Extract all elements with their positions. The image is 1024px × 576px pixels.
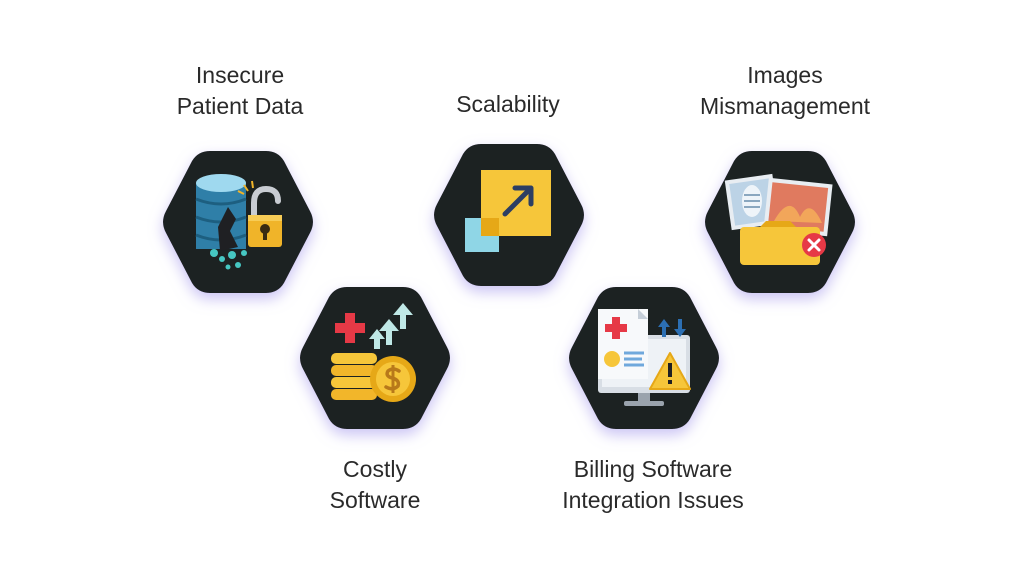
label-images-mismanagement: Images Mismanagement [680, 60, 890, 122]
label-insecure-patient-data: Insecure Patient Data [150, 60, 330, 122]
hex-billing-software-integration-issues [564, 283, 724, 433]
label-line-2: Software [329, 487, 421, 513]
label-line-1: Billing Software [573, 456, 733, 482]
hex-images-mismanagement [700, 147, 860, 297]
label-line-1: Insecure [195, 62, 285, 88]
label-costly-software: Costly Software [285, 454, 465, 516]
label-scalability: Scalability [418, 89, 598, 120]
billing-monitor-warning-icon [598, 309, 691, 406]
label-billing-software-integration-issues: Billing Software Integration Issues [540, 454, 766, 516]
label-line-1: Costly [343, 456, 407, 482]
scale-up-arrow-icon [465, 170, 551, 252]
label-line-2: Mismanagement [699, 93, 871, 119]
label-line-1: Images [747, 62, 823, 88]
hex-scalability [429, 140, 589, 290]
hex-insecure-patient-data [158, 147, 318, 297]
image-folder-error-icon [724, 173, 833, 265]
hex-costly-software [295, 283, 455, 433]
rising-cost-coins-icon [331, 303, 416, 402]
label-line-2: Patient Data [176, 93, 304, 119]
label-line-2: Integration Issues [562, 487, 744, 513]
label-line-1: Scalability [456, 91, 560, 117]
unlocked-database-icon [195, 174, 282, 270]
